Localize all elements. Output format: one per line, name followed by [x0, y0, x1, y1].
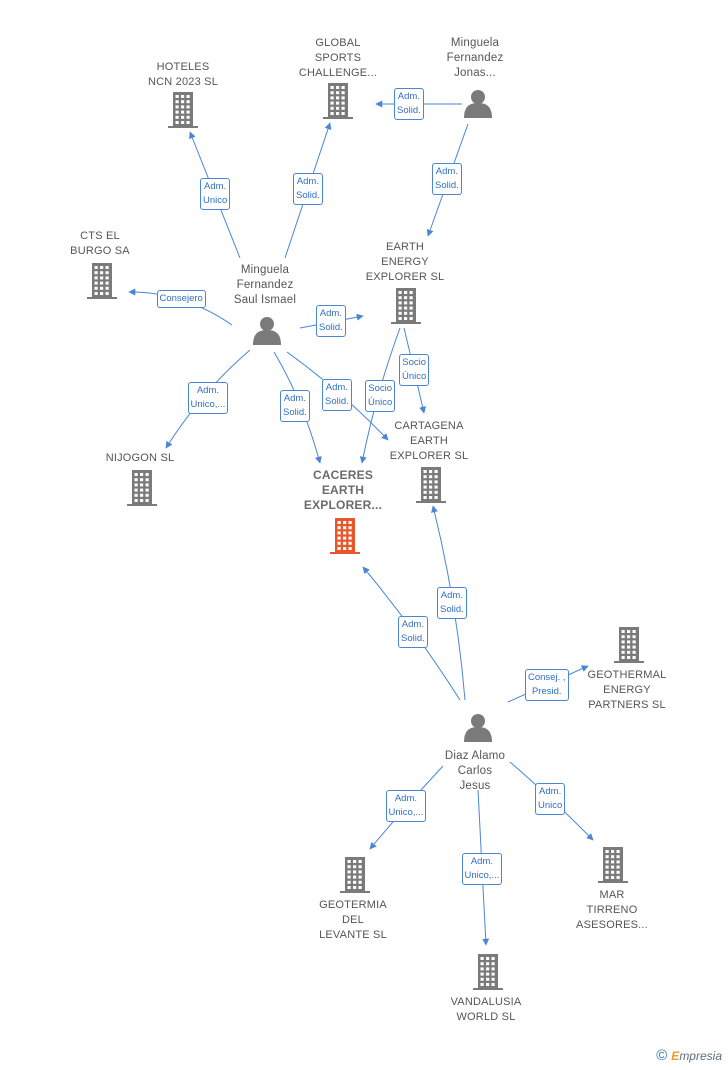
node-label-vandalusia[interactable]: VANDALUSIA WORLD SL	[450, 996, 522, 1023]
node-label-caceres[interactable]: CACERES EARTH EXPLORER...	[303, 468, 383, 512]
edge-label-earth-to-cartagena[interactable]: Socio Único	[399, 354, 430, 386]
edge-label-diaz-to-mar[interactable]: Adm. Unico	[535, 783, 566, 815]
node-label-geothermal[interactable]: GEOTHERMAL ENERGY PARTNERS SL	[587, 669, 667, 711]
building-icon[interactable]	[614, 627, 644, 663]
edge-label-saul-to-hoteles[interactable]: Adm. Unico	[200, 178, 231, 210]
building-icon[interactable]	[340, 857, 370, 893]
edge-label-earth-to-caceres[interactable]: Socio Único	[365, 380, 396, 412]
building-icon[interactable]	[87, 263, 117, 299]
edge-label-jonas-to-earth[interactable]: Adm. Solid.	[432, 163, 462, 195]
building-icon[interactable]	[330, 518, 360, 554]
edge-label-saul-to-global[interactable]: Adm. Solid.	[293, 173, 323, 205]
building-icon[interactable]	[168, 92, 198, 128]
node-label-earth[interactable]: EARTH ENERGY EXPLORER SL	[365, 241, 445, 283]
edge-label-diaz-to-cartagena[interactable]: Adm. Solid.	[437, 587, 467, 619]
edge-label-diaz-to-geotermia[interactable]: Adm. Unico,...	[385, 790, 427, 822]
node-label-nijogon[interactable]: NIJOGON SL	[105, 452, 175, 464]
edge-label-diaz-to-vandalusia[interactable]: Adm. Unico,...	[461, 853, 503, 885]
node-label-geotermia[interactable]: GEOTERMIA DEL LEVANTE SL	[319, 899, 387, 941]
person-icon[interactable]	[464, 90, 492, 118]
watermark: © Empresia	[656, 1047, 722, 1064]
node-label-diaz[interactable]: Diaz Alamo Carlos Jesus	[444, 750, 506, 792]
edge-label-saul-to-cartagena[interactable]: Adm. Solid.	[322, 379, 352, 411]
edge-label-diaz-to-geothermal[interactable]: Consej. , Presid.	[525, 669, 569, 701]
edge-label-saul-to-cts[interactable]: Consejero	[156, 290, 206, 308]
copyright-symbol: ©	[656, 1047, 668, 1064]
node-label-jonas[interactable]: Minguela Fernandez Jonas...	[446, 37, 504, 79]
icons-layer	[87, 83, 644, 990]
edge-label-saul-to-nijogon[interactable]: Adm. Unico,...	[187, 382, 229, 414]
edge-label-jonas-to-global[interactable]: Adm. Solid.	[394, 88, 424, 120]
node-label-cartagena[interactable]: CARTAGENA EARTH EXPLORER SL	[389, 420, 469, 462]
building-icon[interactable]	[473, 954, 503, 990]
building-icon[interactable]	[127, 470, 157, 506]
building-icon[interactable]	[598, 847, 628, 883]
node-label-mar[interactable]: MAR TIRRENO ASESORES...	[576, 889, 648, 931]
person-icon[interactable]	[253, 317, 281, 345]
edge-label-saul-to-earth[interactable]: Adm. Solid.	[316, 305, 346, 337]
building-icon[interactable]	[323, 83, 353, 119]
edge-label-saul-to-caceres[interactable]: Adm. Solid.	[280, 390, 310, 422]
building-icon[interactable]	[416, 467, 446, 503]
node-label-global[interactable]: GLOBAL SPORTS CHALLENGE...	[298, 37, 378, 79]
building-icon[interactable]	[391, 288, 421, 324]
node-label-hoteles[interactable]: HOTELES NCN 2023 SL	[147, 61, 219, 88]
node-label-cts[interactable]: CTS EL BURGO SA	[70, 230, 130, 257]
node-label-saul[interactable]: Minguela Fernandez Saul Ismael	[233, 264, 297, 306]
person-icon[interactable]	[464, 714, 492, 742]
edge-label-diaz-to-caceres[interactable]: Adm. Solid.	[398, 616, 428, 648]
edges-layer	[128, 100, 594, 946]
brand-logo: Empresia	[671, 1048, 722, 1063]
